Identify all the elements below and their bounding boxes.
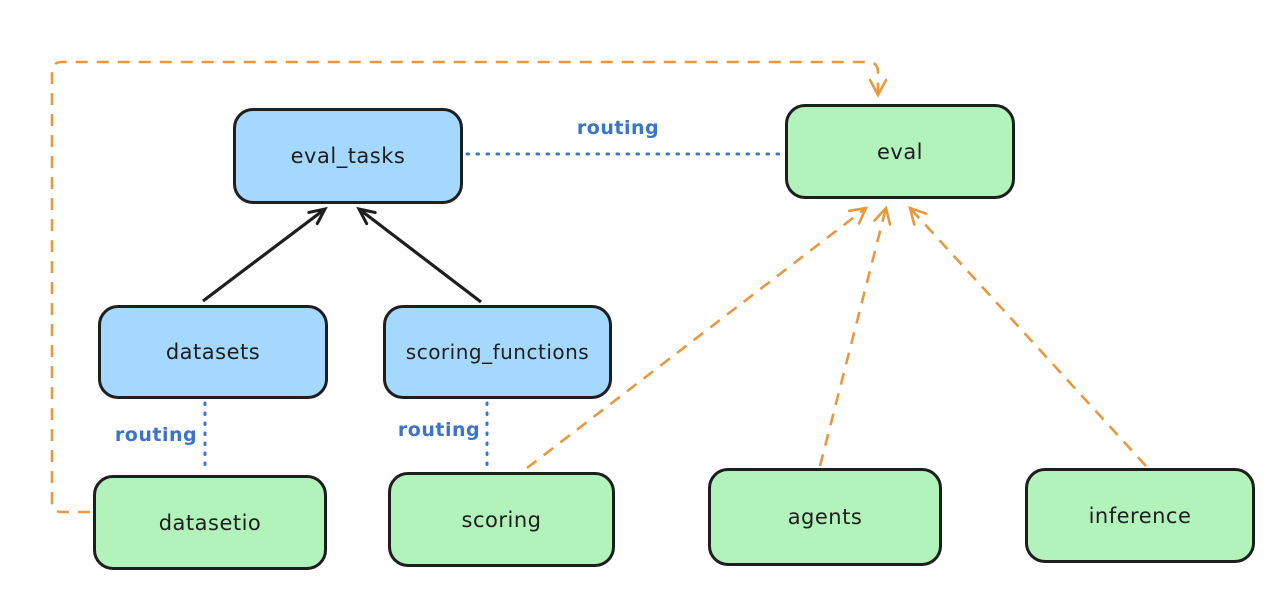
edge-datasetio-to-eval bbox=[50, 60, 888, 514]
node-agents-label: agents bbox=[787, 505, 863, 529]
edge-scoring-functions-to-eval-tasks bbox=[356, 206, 482, 304]
node-scoring-functions: scoring_functions bbox=[383, 305, 612, 399]
node-scoring: scoring bbox=[388, 472, 615, 567]
edge-datasets-to-eval-tasks bbox=[202, 206, 328, 303]
edge-agents-to-eval bbox=[818, 205, 892, 467]
node-eval-label: eval bbox=[876, 139, 924, 164]
node-datasets: datasets bbox=[98, 305, 328, 399]
node-scoring-label: scoring bbox=[461, 507, 542, 532]
edge-inference-to-eval bbox=[908, 205, 1147, 467]
node-eval-tasks-label: eval_tasks bbox=[290, 144, 406, 168]
node-eval-tasks: eval_tasks bbox=[233, 108, 463, 204]
node-inference: inference bbox=[1025, 468, 1255, 563]
node-scoring-functions-label: scoring_functions bbox=[405, 340, 590, 364]
node-datasetio-label: datasetio bbox=[158, 510, 262, 535]
edge-label-routing-top: routing bbox=[576, 117, 660, 139]
edge-scoring-to-eval bbox=[526, 206, 869, 470]
node-datasetio: datasetio bbox=[93, 475, 327, 570]
node-datasets-label: datasets bbox=[165, 340, 261, 364]
edge-label-routing-datasets: routing bbox=[114, 424, 198, 446]
edge-label-routing-scoring: routing bbox=[397, 419, 481, 441]
node-inference-label: inference bbox=[1088, 503, 1192, 528]
node-eval: eval bbox=[785, 104, 1015, 199]
node-agents: agents bbox=[708, 468, 942, 566]
